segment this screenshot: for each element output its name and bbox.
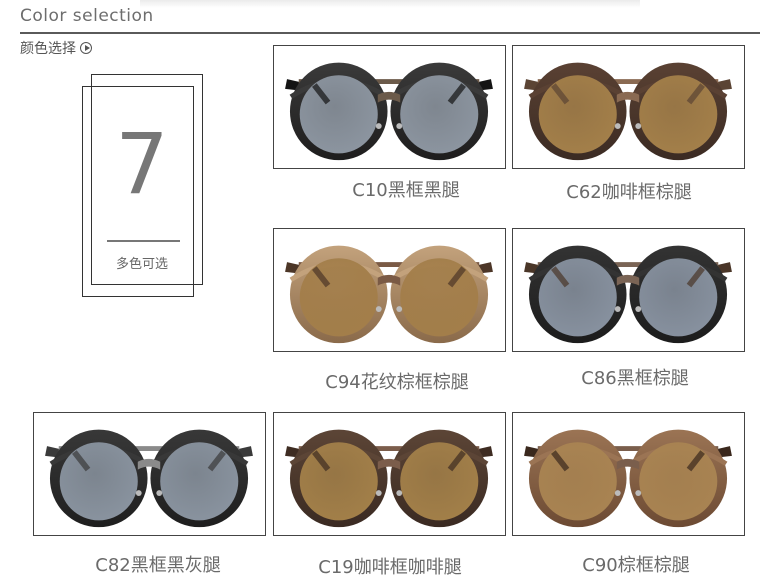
color-option-caption: C62咖啡框棕腿 <box>566 182 692 203</box>
color-option-card[interactable] <box>512 412 745 536</box>
header-shadow <box>140 0 640 8</box>
sunglasses-image <box>524 429 732 528</box>
color-option-card[interactable] <box>273 45 506 169</box>
color-option-caption: C94花纹棕框棕腿 <box>325 372 469 393</box>
color-option-card[interactable] <box>273 228 506 352</box>
color-option-card[interactable] <box>512 228 745 352</box>
section-title: Color selection <box>20 6 154 26</box>
count-panel-frame-front <box>82 86 194 297</box>
sunglasses-image <box>285 245 493 344</box>
color-option-caption: C90棕框棕腿 <box>582 555 690 576</box>
count-divider <box>107 240 180 242</box>
section-subtitle[interactable]: 颜色选择 <box>20 38 92 58</box>
color-option-caption: C82黑框黑灰腿 <box>95 555 221 576</box>
color-option-card[interactable] <box>33 412 266 536</box>
sunglasses-image <box>45 429 253 528</box>
section-divider <box>20 32 760 34</box>
color-count-number: 7 <box>115 115 169 213</box>
count-panel-frame-back <box>91 74 203 285</box>
play-circle-icon <box>80 42 92 54</box>
color-option-caption: C10黑框黑腿 <box>352 180 460 201</box>
sunglasses-image <box>285 429 493 528</box>
subtitle-label: 颜色选择 <box>20 41 76 57</box>
sunglasses-image <box>285 62 493 161</box>
sunglasses-image <box>524 245 732 344</box>
color-option-caption: C19咖啡框咖啡腿 <box>318 557 462 578</box>
sunglasses-image <box>524 62 732 161</box>
color-count-label: 多色可选 <box>115 257 168 272</box>
color-option-card[interactable] <box>273 412 506 536</box>
color-option-card[interactable] <box>512 45 745 169</box>
color-option-caption: C86黑框棕腿 <box>581 368 689 389</box>
